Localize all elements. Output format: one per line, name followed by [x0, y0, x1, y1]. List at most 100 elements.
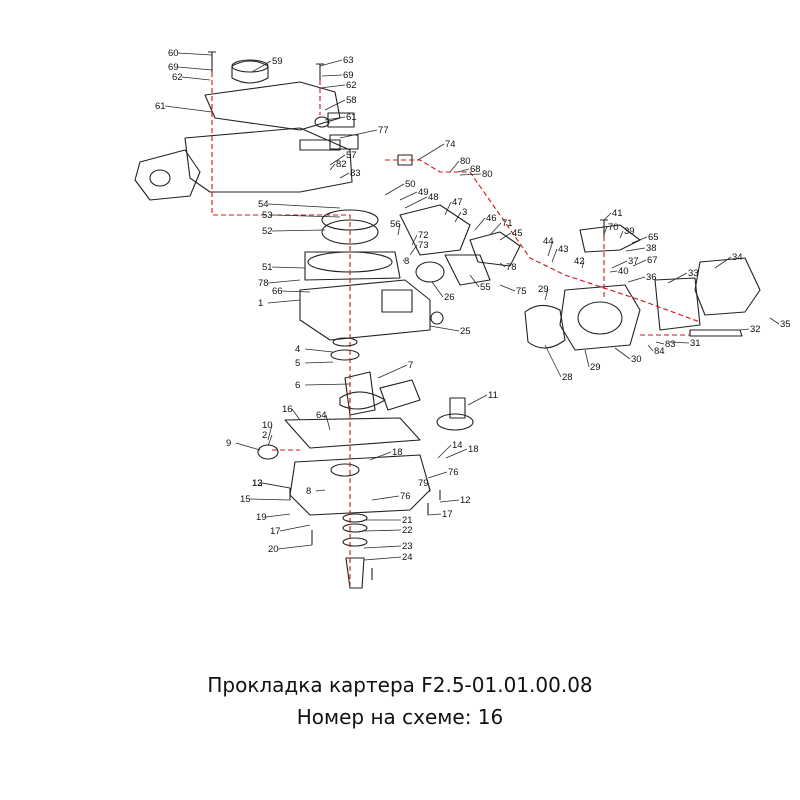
callout-number: 16: [282, 404, 293, 415]
callout-number: 43: [558, 244, 569, 255]
callout-leader-66: [281, 290, 311, 293]
callout-leader-50: [384, 183, 405, 196]
part-name-caption: Прокладка картера F2.5-01.01.00.08: [207, 673, 593, 697]
callout-leader-1: [267, 299, 301, 304]
callout-number: 12: [252, 478, 263, 489]
callout-leader-74: [417, 143, 445, 161]
callout-leader-9: [235, 442, 261, 451]
callout-leader-45: [499, 232, 512, 241]
callout-number: 42: [574, 256, 585, 267]
callout-number: 54: [258, 199, 269, 210]
callout-number: 24: [402, 552, 413, 563]
callout-leader-70: [603, 226, 608, 235]
callout-leader-67: [632, 259, 647, 267]
callout-number: 53: [262, 210, 273, 221]
callout-number: 8: [306, 486, 311, 497]
callout-leader-71: [489, 222, 502, 236]
callout-number: 28: [562, 372, 573, 383]
callout-leader-14: [437, 444, 452, 459]
callout-leader-42: [581, 260, 585, 269]
callout-leader-65: [631, 236, 648, 244]
callout-leader-58: [324, 99, 346, 111]
callout-leader-79: [427, 482, 431, 493]
callout-leader-51: [271, 266, 306, 269]
callout-number: 17: [270, 526, 281, 537]
callout-leader-73: [409, 244, 418, 256]
carburettor: [559, 284, 641, 351]
muffler: [694, 257, 761, 316]
callout-leader-5: [304, 361, 334, 364]
callout-number: 22: [402, 525, 413, 536]
callout-leader-2: [267, 434, 273, 447]
callout-number: 50: [405, 179, 416, 190]
callout-leader-84: [647, 344, 654, 352]
callout-number: 33: [688, 268, 699, 279]
callout-number: 29: [590, 362, 601, 373]
callout-number: 72: [418, 230, 429, 241]
crankshaft: [344, 371, 376, 416]
callout-number: 80: [482, 169, 493, 180]
callout-leader-8: [402, 259, 405, 262]
callout-leader-37: [611, 260, 628, 269]
callout-number: 79: [418, 478, 429, 489]
callout-leader-78: [267, 279, 301, 284]
callout-number: 56: [390, 219, 401, 230]
filler-cap: [231, 60, 269, 84]
callout-number: 30: [631, 354, 642, 365]
callout-number: 62: [172, 72, 183, 83]
callout-leader-18: [369, 451, 392, 461]
callout-leader-11: [467, 394, 488, 406]
callout-leader-57: [329, 154, 346, 166]
callout-leader-77: [339, 129, 378, 139]
callout-number: 66: [272, 286, 283, 297]
callout-leader-59: [251, 60, 272, 73]
callout-number: 47: [452, 197, 463, 208]
callout-number: 64: [316, 410, 327, 421]
callout-number: 10: [262, 420, 273, 431]
callout-leader-24: [363, 556, 402, 561]
callout-number: 74: [445, 139, 456, 150]
callout-leader-61: [324, 116, 346, 121]
callout-leader-80: [449, 160, 460, 173]
callout-number: 61: [346, 112, 357, 123]
callout-leader-83: [339, 172, 350, 179]
callout-number: 84: [654, 346, 665, 357]
callout-leader-76: [371, 495, 400, 501]
callout-number: 55: [480, 282, 491, 293]
callout-number: 77: [378, 125, 389, 136]
callout-number: 69: [343, 70, 354, 81]
callout-number: 20: [268, 544, 279, 555]
callout-leader-80: [459, 173, 482, 176]
callout-leader-54: [267, 203, 341, 209]
callout-leader-61: [164, 105, 213, 113]
crankcase-gasket: [284, 417, 421, 449]
callout-number: 63: [343, 55, 354, 66]
callout-number: 18: [392, 447, 403, 458]
callout-leader-83: [655, 341, 665, 345]
callout-number: 57: [346, 150, 357, 161]
callout-number: 58: [346, 95, 357, 106]
callout-number: 60: [168, 48, 179, 59]
callout-leader-52: [271, 229, 326, 232]
callout-leader-62: [319, 84, 346, 89]
callout-leader-17: [427, 513, 442, 516]
callout-number: 36: [646, 272, 657, 283]
callout-number: 26: [444, 292, 455, 303]
callout-number: 45: [512, 228, 523, 239]
callout-number: 25: [460, 326, 471, 337]
callout-leader-46: [474, 217, 486, 231]
callout-number: 29: [538, 284, 549, 295]
callout-number: 34: [732, 252, 743, 263]
callout-number: 76: [400, 491, 411, 502]
callout-leader-12: [439, 499, 460, 503]
callout-number: 83: [350, 168, 361, 179]
callout-number: 78: [258, 278, 269, 289]
callout-number: 7: [408, 360, 413, 371]
callout-number: 69: [168, 62, 179, 73]
flywheel: [321, 219, 379, 245]
callout-number: 18: [468, 444, 479, 455]
callout-leader-75: [499, 284, 516, 292]
callout-leader-38: [625, 247, 646, 252]
callout-leader-7: [377, 364, 408, 379]
